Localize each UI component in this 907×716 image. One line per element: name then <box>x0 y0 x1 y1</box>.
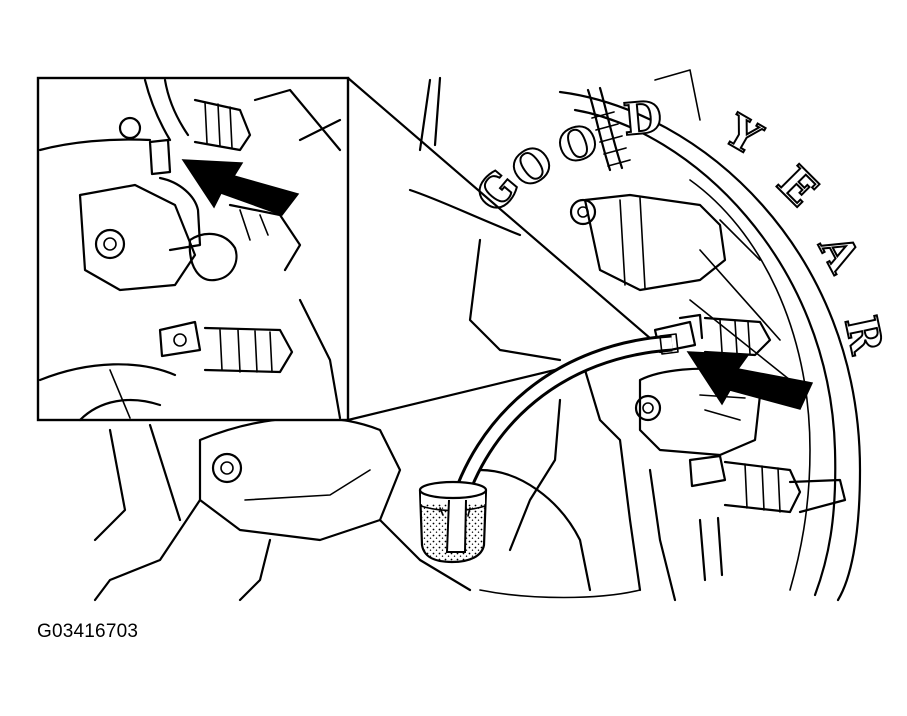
tire-letter: A <box>808 225 870 281</box>
tire-letter: Y <box>716 105 770 166</box>
drain-container <box>418 480 488 564</box>
tire-letter: R <box>834 312 892 359</box>
hose-ribs <box>591 111 631 167</box>
figure-id-label: G03416703 <box>37 621 139 642</box>
tire-letter: E <box>767 157 827 217</box>
bleed-hose <box>446 333 679 518</box>
inset-arrow-icon <box>181 159 300 216</box>
detail-inset <box>36 76 350 422</box>
tire-letter: D <box>622 92 664 146</box>
main-arrow-icon <box>686 351 814 410</box>
